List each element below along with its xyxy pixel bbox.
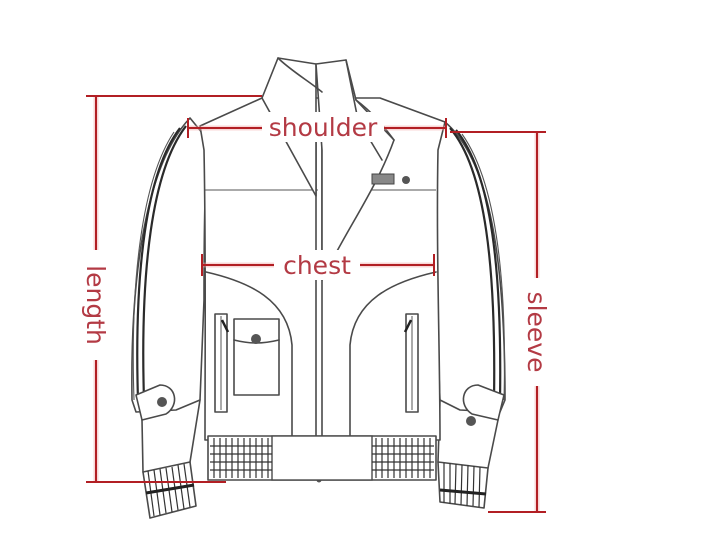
sleeve-label: sleeve — [522, 292, 551, 373]
chest-snap-icon — [402, 176, 410, 184]
sleeve-dimension: sleeve — [450, 131, 554, 513]
left-zip-pocket — [214, 313, 230, 413]
pocket-snap-icon — [251, 334, 261, 344]
chest-dimension: chest — [201, 250, 435, 280]
patch-pocket — [233, 318, 280, 396]
right-sleeve — [431, 121, 506, 509]
right-cuff-snap-icon — [466, 416, 476, 426]
right-zip-pocket — [403, 313, 419, 413]
shoulder-dimension: shoulder — [187, 112, 447, 142]
length-dimension: length — [80, 95, 262, 483]
chest-label: chest — [283, 251, 351, 280]
left-sleeve — [131, 117, 209, 519]
length-label: length — [81, 265, 110, 345]
left-cuff-snap-icon — [157, 397, 167, 407]
chest-badge — [371, 173, 410, 185]
shoulder-label: shoulder — [269, 113, 378, 142]
ribbed-waistband — [207, 435, 437, 481]
